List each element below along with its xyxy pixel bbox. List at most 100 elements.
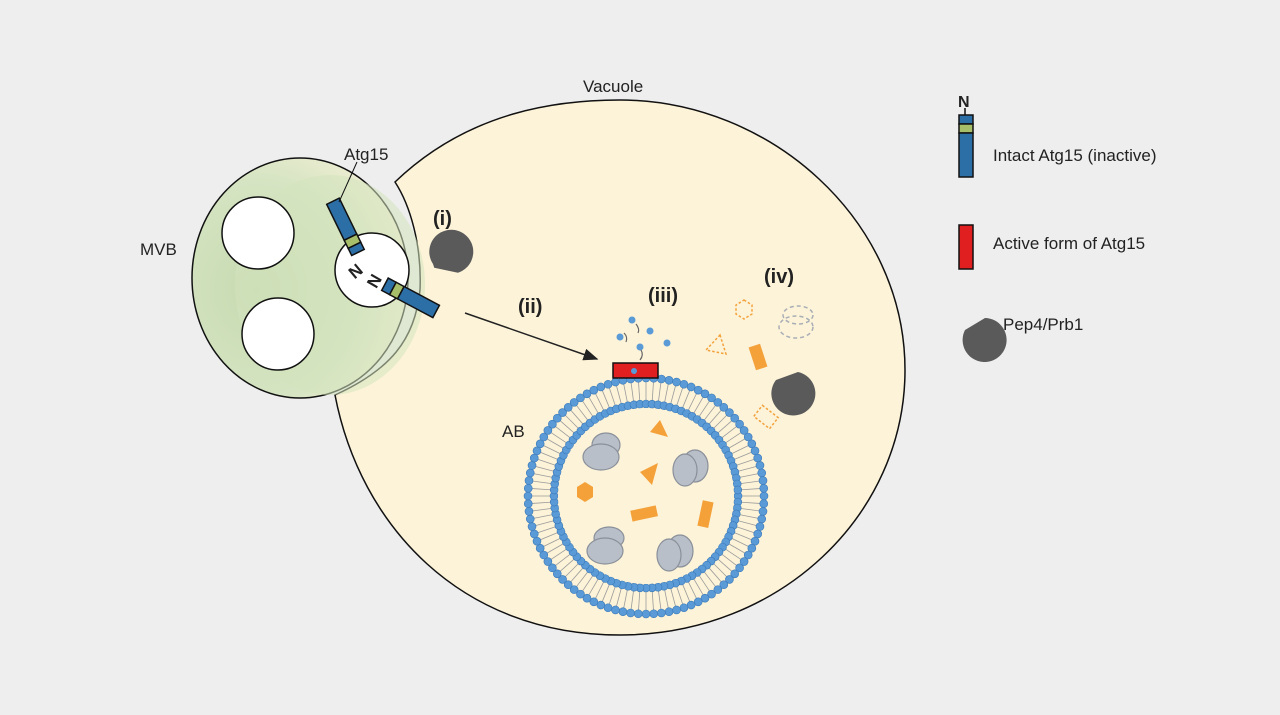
lipid-headgroup: [596, 382, 606, 392]
lipid-headgroup: [743, 550, 753, 560]
autophagic-body-membrane: [523, 373, 769, 619]
lipid-headgroup: [582, 593, 592, 603]
n-terminus-label: N: [958, 94, 970, 111]
lipid-headgroup: [576, 393, 585, 403]
lipid-headgroup: [552, 569, 562, 579]
lipid-headgroup: [626, 608, 635, 618]
lipid-headgroup: [618, 607, 628, 617]
lipid-headgroup: [603, 379, 613, 389]
intact-atg15-icon: N: [958, 94, 974, 178]
lipid-headgroup: [569, 398, 579, 407]
lipid-headgroup: [563, 402, 573, 412]
lipid-headgroup: [759, 491, 769, 501]
lipid-headgroup: [649, 609, 659, 619]
lipid-headgroup: [563, 580, 573, 590]
lipid-headgroup: [539, 432, 549, 442]
ribosome: [656, 534, 694, 572]
lipid-headgroup: [730, 413, 740, 423]
lipid-headgroup: [558, 408, 567, 417]
intraluminal-vesicle: [241, 297, 315, 371]
lipid-headgroup: [757, 468, 767, 478]
lipid-headgroup: [532, 536, 542, 546]
legend-label: Pep4/Prb1: [1003, 315, 1083, 334]
pep4-prb1-protease: [771, 372, 816, 416]
degraded-hexagon: [735, 299, 753, 320]
atg15-protein-lower: [380, 277, 441, 319]
cargo-rectangle: [748, 343, 768, 371]
lipid-headgroup: [759, 499, 769, 509]
lipid-headgroup: [589, 385, 599, 395]
lipid-headgroup: [747, 439, 757, 449]
lipid-headgroup: [529, 529, 539, 539]
lipid-headgroup: [524, 507, 534, 516]
legend-item: N Intact Atg15 (inactive): [958, 94, 1156, 178]
lipid-headgroup: [759, 483, 769, 493]
lipid-headgroup: [733, 485, 743, 495]
lipid-headgroup: [611, 605, 620, 615]
lipid-headgroup: [758, 507, 768, 516]
active-atg15-icon: [958, 224, 974, 270]
lipid-headgroup: [713, 585, 723, 594]
lipid-headgroup: [707, 589, 716, 599]
lipid-headgroup: [527, 522, 537, 531]
atg15-leader-line: [338, 161, 358, 203]
lipid-headgroup: [725, 575, 734, 584]
legend: N Intact Atg15 (inactive) Active form of…: [958, 94, 1156, 362]
ribosome: [672, 449, 709, 487]
lipid-headgroup: [535, 543, 545, 553]
lipid-headgroup: [747, 543, 757, 553]
intraluminal-vesicle: [221, 196, 295, 270]
lipid-headgroup: [633, 609, 643, 619]
lipid-headgroup: [743, 432, 753, 442]
cargo-hexagon: [577, 482, 593, 502]
lipid-headgroup: [700, 389, 710, 399]
lipid-headgroup: [664, 375, 674, 385]
lipid-headgroup: [532, 446, 542, 456]
lipid-headgroup: [527, 461, 537, 470]
lipid-headgroup: [719, 402, 729, 412]
lipid-fragments: [616, 316, 671, 361]
lipid-headgroup: [753, 529, 763, 539]
cargo-rectangle: [697, 500, 714, 528]
lipid-headgroup: [539, 550, 549, 560]
lipid-headgroup: [707, 393, 716, 403]
lipid-headgroup: [739, 426, 749, 435]
lipid-headgroup: [611, 377, 620, 387]
lipid-headgroup: [725, 408, 734, 417]
degraded-triangle: [704, 333, 728, 355]
cargo-rectangle: [630, 505, 658, 522]
lipid-headgroup: [679, 379, 689, 389]
atg15-label: Atg15: [344, 145, 388, 164]
lipid-headgroup: [552, 413, 562, 423]
ribosome: [586, 526, 625, 565]
lipid-headgroup: [730, 569, 740, 579]
lipid-headgroup: [713, 398, 723, 407]
lipid-headgroup: [596, 600, 606, 610]
lipid-headgroup: [750, 446, 760, 456]
lipid-headgroup: [523, 499, 533, 509]
lipid-headgroup: [525, 468, 535, 478]
cargo-triangle: [650, 420, 668, 437]
lipid-headgroup: [693, 385, 703, 395]
lipid-headgroup: [631, 368, 637, 374]
lipid-headgroup: [679, 603, 689, 613]
lipid-headgroup: [543, 426, 553, 435]
lipid-headgroup: [686, 600, 696, 610]
ab-label: AB: [502, 422, 525, 441]
lipid-headgroup: [735, 563, 744, 573]
lipid-headgroup: [693, 597, 703, 607]
lipid-headgroup: [558, 575, 567, 584]
lipid-headgroup: [576, 589, 585, 599]
lipid-headgroup: [529, 453, 539, 463]
lipid-headgroup: [582, 389, 592, 399]
lipid-headgroup: [672, 605, 681, 615]
lipid-headgroup: [757, 514, 767, 524]
pep4-prb1-icon: [962, 318, 1007, 362]
lipid-headgroup: [523, 483, 533, 493]
lipid-headgroup: [543, 557, 553, 566]
lipid-headgroup: [641, 609, 651, 619]
degraded-ribosome: [778, 305, 814, 339]
lipid-headgroup: [750, 536, 760, 546]
step-iv-label: (iv): [764, 266, 794, 288]
